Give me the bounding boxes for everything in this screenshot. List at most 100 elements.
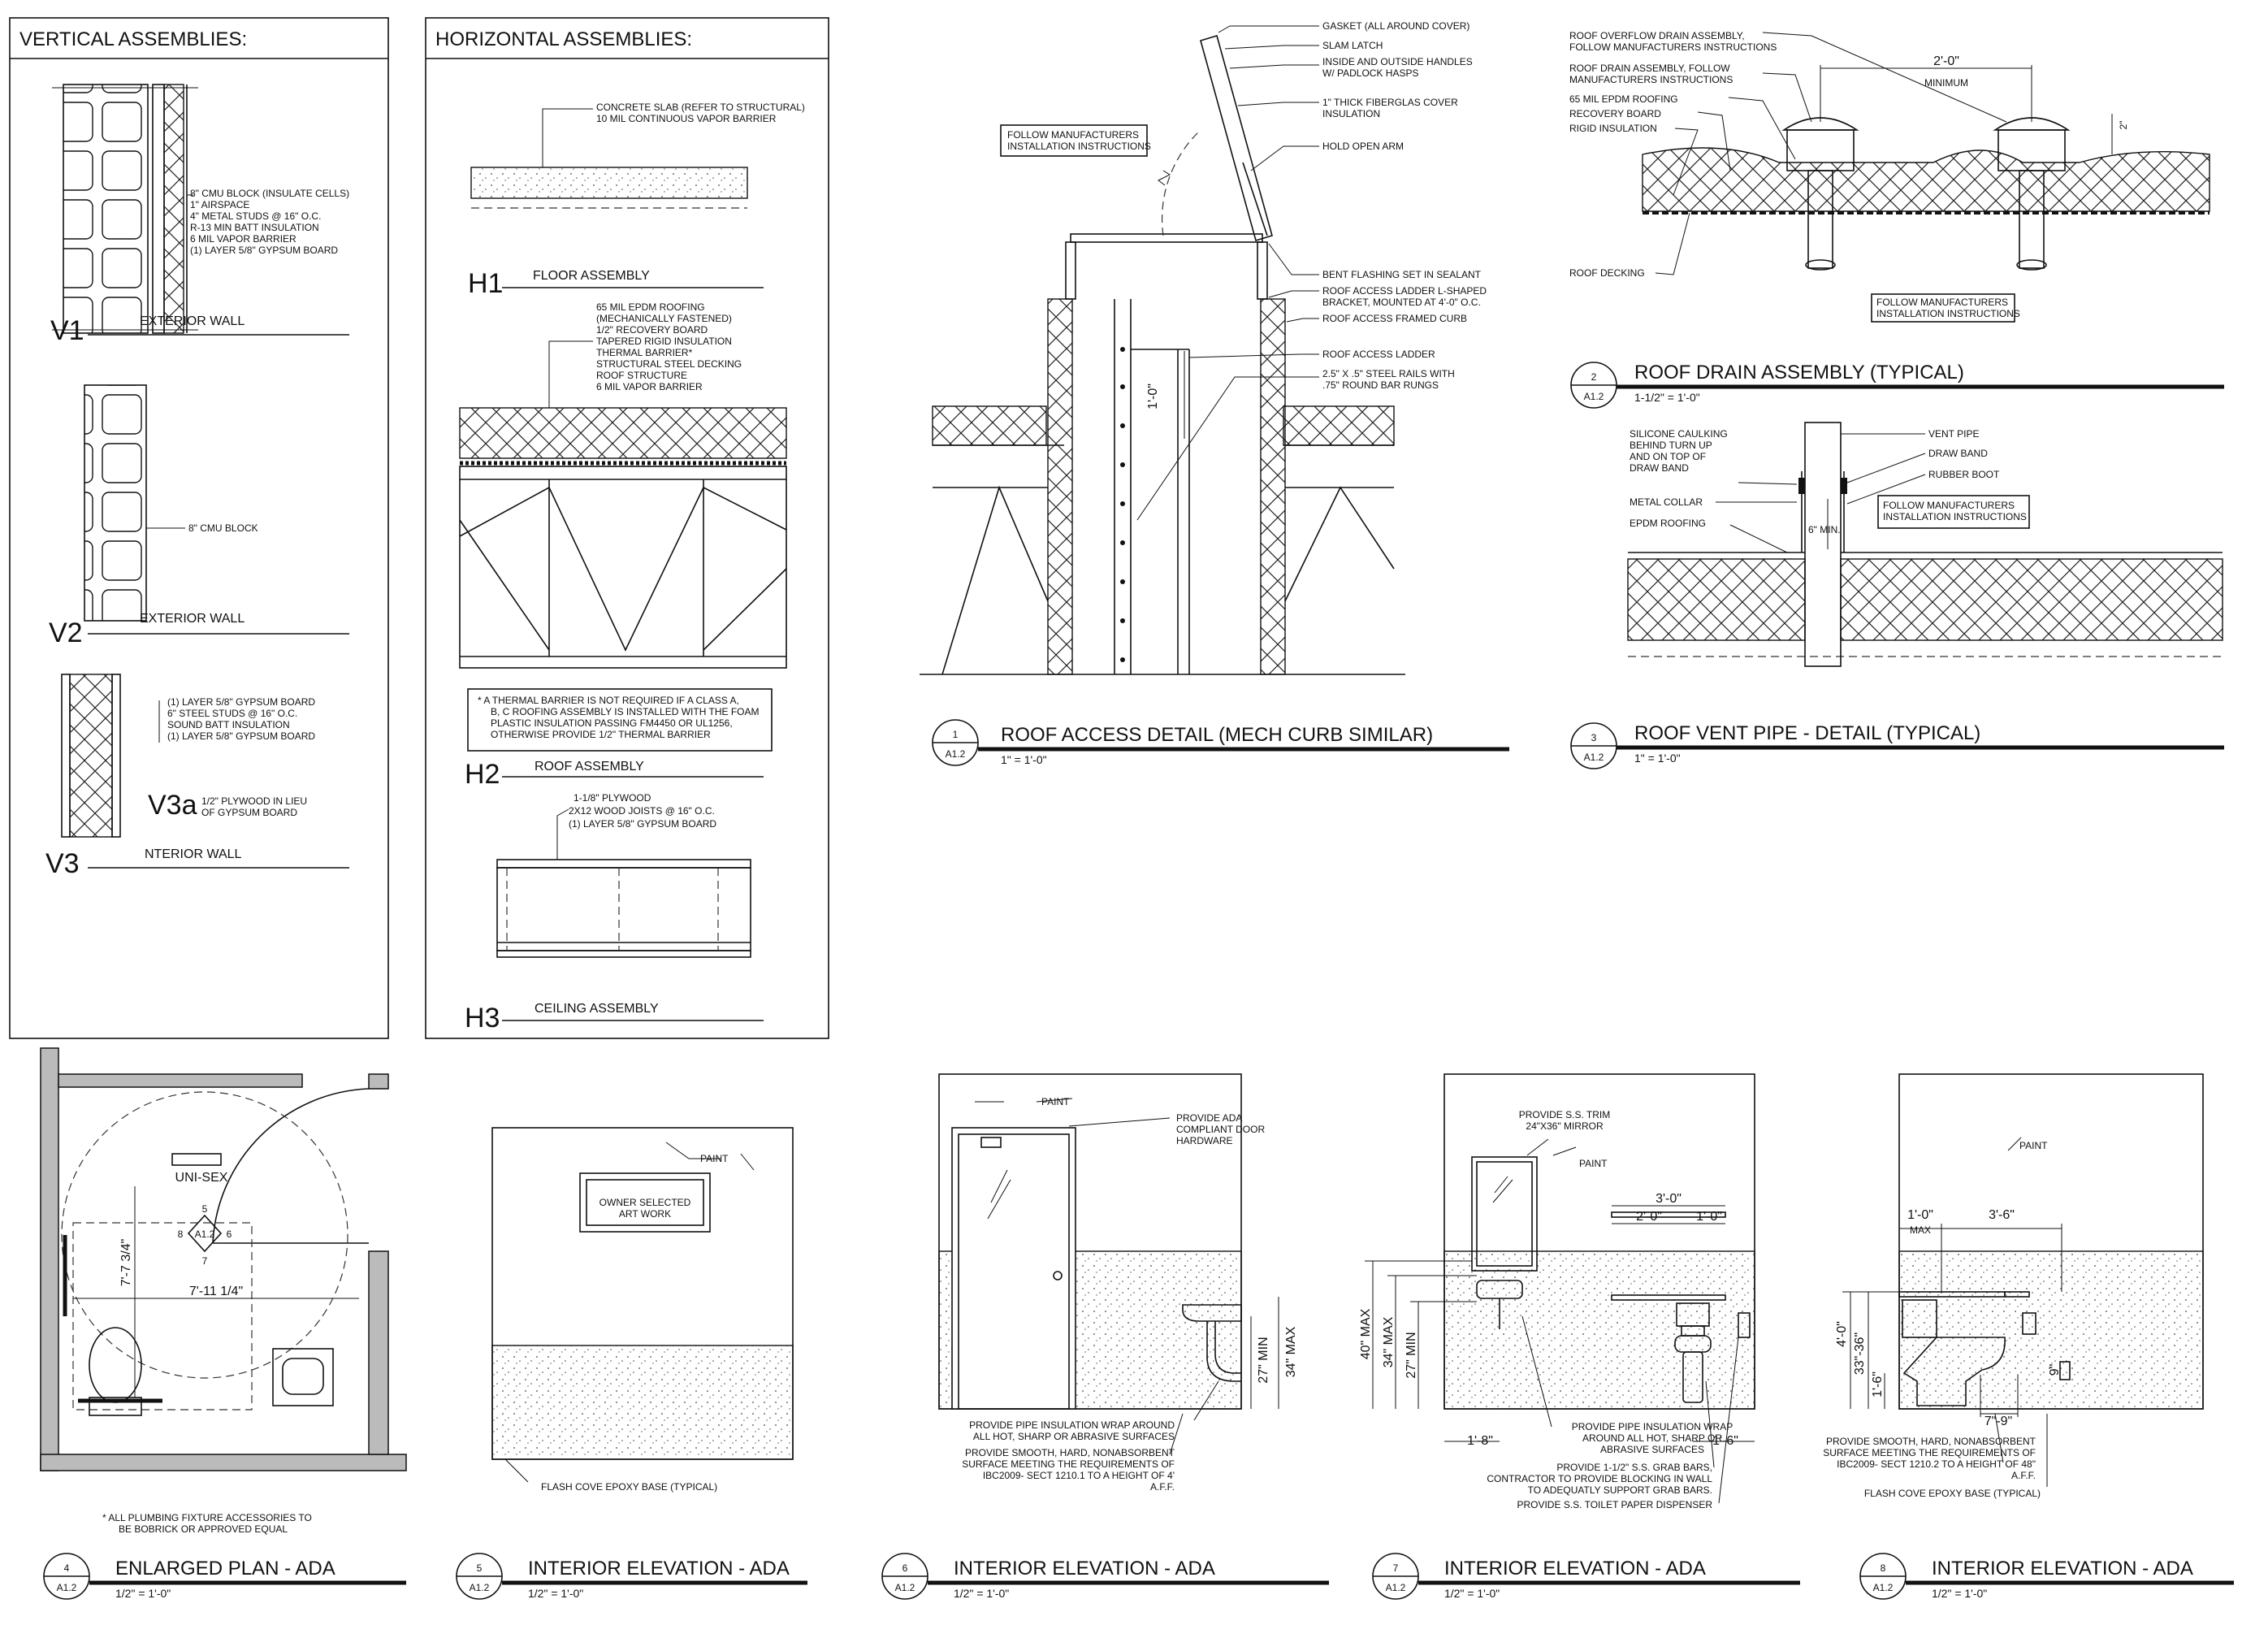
elevation-8-note: A.F.F. [2011,1470,2036,1481]
detail-1-sheet: A1.2 [946,748,966,760]
elevation-7-dim-bottom: 1'-8" [1467,1434,1493,1448]
elevation-6 [938,1073,1279,1455]
horizontal-assemblies-header: HORIZONTAL ASSEMBLIES: [435,28,692,50]
h2-roof-section [459,340,787,669]
roof-access-note: INSULATION [1322,108,1380,119]
roof-vent-box-note-line: FOLLOW MANUFACTURERS [1883,500,2015,511]
h2-note: TAPERED RIGID INSULATION [596,336,732,347]
elevation-7-note: ABRASIVE SURFACES [1600,1444,1704,1455]
plan-tag-mark: 6 [227,1228,232,1240]
roof-drain-note: ROOF DRAIN ASSEMBLY, FOLLOW [1569,63,1730,74]
detail-5-number: 5 [477,1562,483,1574]
h2-note: 6 MIL VAPOR BARRIER [596,381,703,392]
roof-drain-note: ROOF DECKING [1569,267,1645,279]
detail-1-title-block [932,719,1509,766]
h3-ceiling-section [496,808,751,958]
vertical-assemblies-panel: VERTICAL ASSEMBLIES: 8" CMU BLOCK (INSUL… [9,17,389,1039]
h2-note: (MECHANICALLY FASTENED) [596,313,732,324]
roof-access-box-note-line: INSTALLATION INSTRUCTIONS [1007,141,1151,152]
v1-note: 8" CMU BLOCK (INSULATE CELLS) [190,188,349,199]
roof-access-note: ROOF ACCESS FRAMED CURB [1322,313,1467,324]
plan-note: * ALL PLUMBING FIXTURE ACCESSORIES TO [102,1512,312,1523]
v1-note: 1" AIRSPACE [190,199,249,210]
elevation-8-dim-other: 7"-9" [1984,1415,2012,1428]
elevation-8-note: SURFACE MEETING THE REQUIREMENTS OF [1823,1447,2036,1458]
detail-6-sheet: A1.2 [895,1582,915,1593]
h2-footnote: * A THERMAL BARRIER IS NOT REQUIRED IF A… [478,695,739,706]
v3-note: SOUND BATT INSULATION [167,719,290,730]
elevation-8-dim-left: 1'-6" [1871,1372,1885,1398]
elevation-8-dim-other: 9" [2048,1364,2062,1376]
roof-vent-box-note [1877,495,2030,529]
roof-access-note: 2.5" X .5" STEEL RAILS WITH [1322,368,1455,379]
roof-access-note: 1" THICK FIBERGLAS COVER [1322,97,1458,108]
detail-7-scale: 1/2" = 1'-0" [1444,1587,1500,1600]
detail-8-title: INTERIOR ELEVATION - ADA [1932,1558,2193,1580]
elevation-8-note: PROVIDE SMOOTH, HARD, NONABSORBENT [1826,1436,2036,1447]
roof-vent-note-left: EPDM ROOFING [1630,518,1706,529]
roof-drain-box-note-line: FOLLOW MANUFACTURERS [1876,297,2008,308]
v3-wall-section [61,674,160,838]
roof-vent-note-left: BEHIND TURN UP [1630,440,1712,451]
elevation-6-note: ALL HOT, SHARP OR ABRASIVE SURFACES [973,1431,1175,1442]
roof-access-box-note [1000,124,1148,157]
elevation-8-dim-left: 4'-0" [1835,1321,1849,1347]
h2-tag: H2 [465,759,500,790]
h1-tag: H1 [468,268,503,299]
v1-note: (1) LAYER 5/8" GYPSUM BOARD [190,245,338,256]
elevation-6-note: PROVIDE PIPE INSULATION WRAP AROUND [969,1419,1175,1431]
elevation-5 [491,1127,794,1483]
h3-name: CEILING ASSEMBLY [535,1002,659,1016]
plan-note: BE BOBRICK OR APPROVED EQUAL [119,1523,288,1535]
h2-footnote: PLASTIC INSULATION PASSING FM4450 OR UL1… [491,717,733,729]
roof-vent-note-left: DRAW BAND [1630,462,1689,474]
detail-7-number: 7 [1393,1562,1399,1574]
roof-access-note: .75" ROUND BAR RUNGS [1322,379,1439,391]
v1-wall-section [52,84,198,334]
elevation-7-mirror: PROVIDE S.S. TRIM [1519,1109,1610,1120]
roof-drain-note: RECOVERY BOARD [1569,108,1661,119]
detail-5-title-block [456,1553,807,1600]
detail-7-title-block [1372,1553,1800,1600]
v2-name: EXTERIOR WALL [140,612,245,626]
roof-drain-note: FOLLOW MANUFACTURERS INSTRUCTIONS [1569,41,1777,53]
roof-drain-note: ROOF OVERFLOW DRAIN ASSEMBLY, [1569,30,1745,41]
roof-access-box-note-line: FOLLOW MANUFACTURERS [1007,129,1139,141]
detail-4-scale: 1/2" = 1'-0" [115,1587,171,1600]
elevation-7-dim-left: 40" MAX [1359,1308,1373,1359]
elevation-8-dim-top: 1'-0" [1907,1208,1933,1222]
elevation-6-hardware: PROVIDE ADA [1176,1112,1242,1124]
detail-5-sheet: A1.2 [470,1582,490,1593]
detail-5-scale: 1/2" = 1'-0" [528,1587,583,1600]
elevation-5-art: ART WORK [619,1208,671,1220]
h1-note: 10 MIL CONTINUOUS VAPOR BARRIER [596,113,777,124]
h3-note: 2X12 WOOD JOISTS @ 16" O.C. [569,805,715,817]
detail-3-sheet: A1.2 [1584,752,1604,763]
elevation-8-note: FLASH COVE EPOXY BASE (TYPICAL) [1864,1488,2041,1499]
v2-note: 8" CMU BLOCK [188,522,258,534]
roof-vent-dim: 6" MIN. [1808,524,1841,535]
v3-note: (1) LAYER 5/8" GYPSUM BOARD [167,730,315,742]
h2-note: THERMAL BARRIER* [596,347,693,358]
elevation-7-note: TO ADEQUATLY SUPPORT GRAB BARS. [1528,1484,1712,1496]
detail-3-title: ROOF VENT PIPE - DETAIL (TYPICAL) [1634,722,1980,744]
detail-4-sheet: A1.2 [57,1582,77,1593]
plan-tag-mark: 7 [202,1255,208,1267]
v3a-note: OF GYPSUM BOARD [201,807,297,818]
elevation-5-paint: PAINT [700,1153,729,1164]
detail-2-title-block [1570,362,2224,409]
detail-4-title-block [43,1553,406,1600]
detail-1-title: ROOF ACCESS DETAIL (MECH CURB SIMILAR) [1001,724,1433,746]
roof-vent-note-right: RUBBER BOOT [1928,469,2000,480]
v3-note: 6" STEEL STUDS @ 16" O.C. [167,708,297,719]
elevation-7-note: PROVIDE PIPE INSULATION WRAP [1572,1421,1733,1432]
roof-access-detail [920,34,1405,675]
roof-drain-box-note [1871,293,2015,323]
roof-access-note: HOLD OPEN ARM [1322,141,1404,152]
plan-tag-mark: 8 [178,1228,184,1240]
v1-note: 4" METAL STUDS @ 16" O.C. [190,210,321,222]
h1-name: FLOOR ASSEMBLY [533,269,650,283]
elevation-7 [1365,1073,1755,1504]
h2-note: 1/2" RECOVERY BOARD [596,324,708,336]
